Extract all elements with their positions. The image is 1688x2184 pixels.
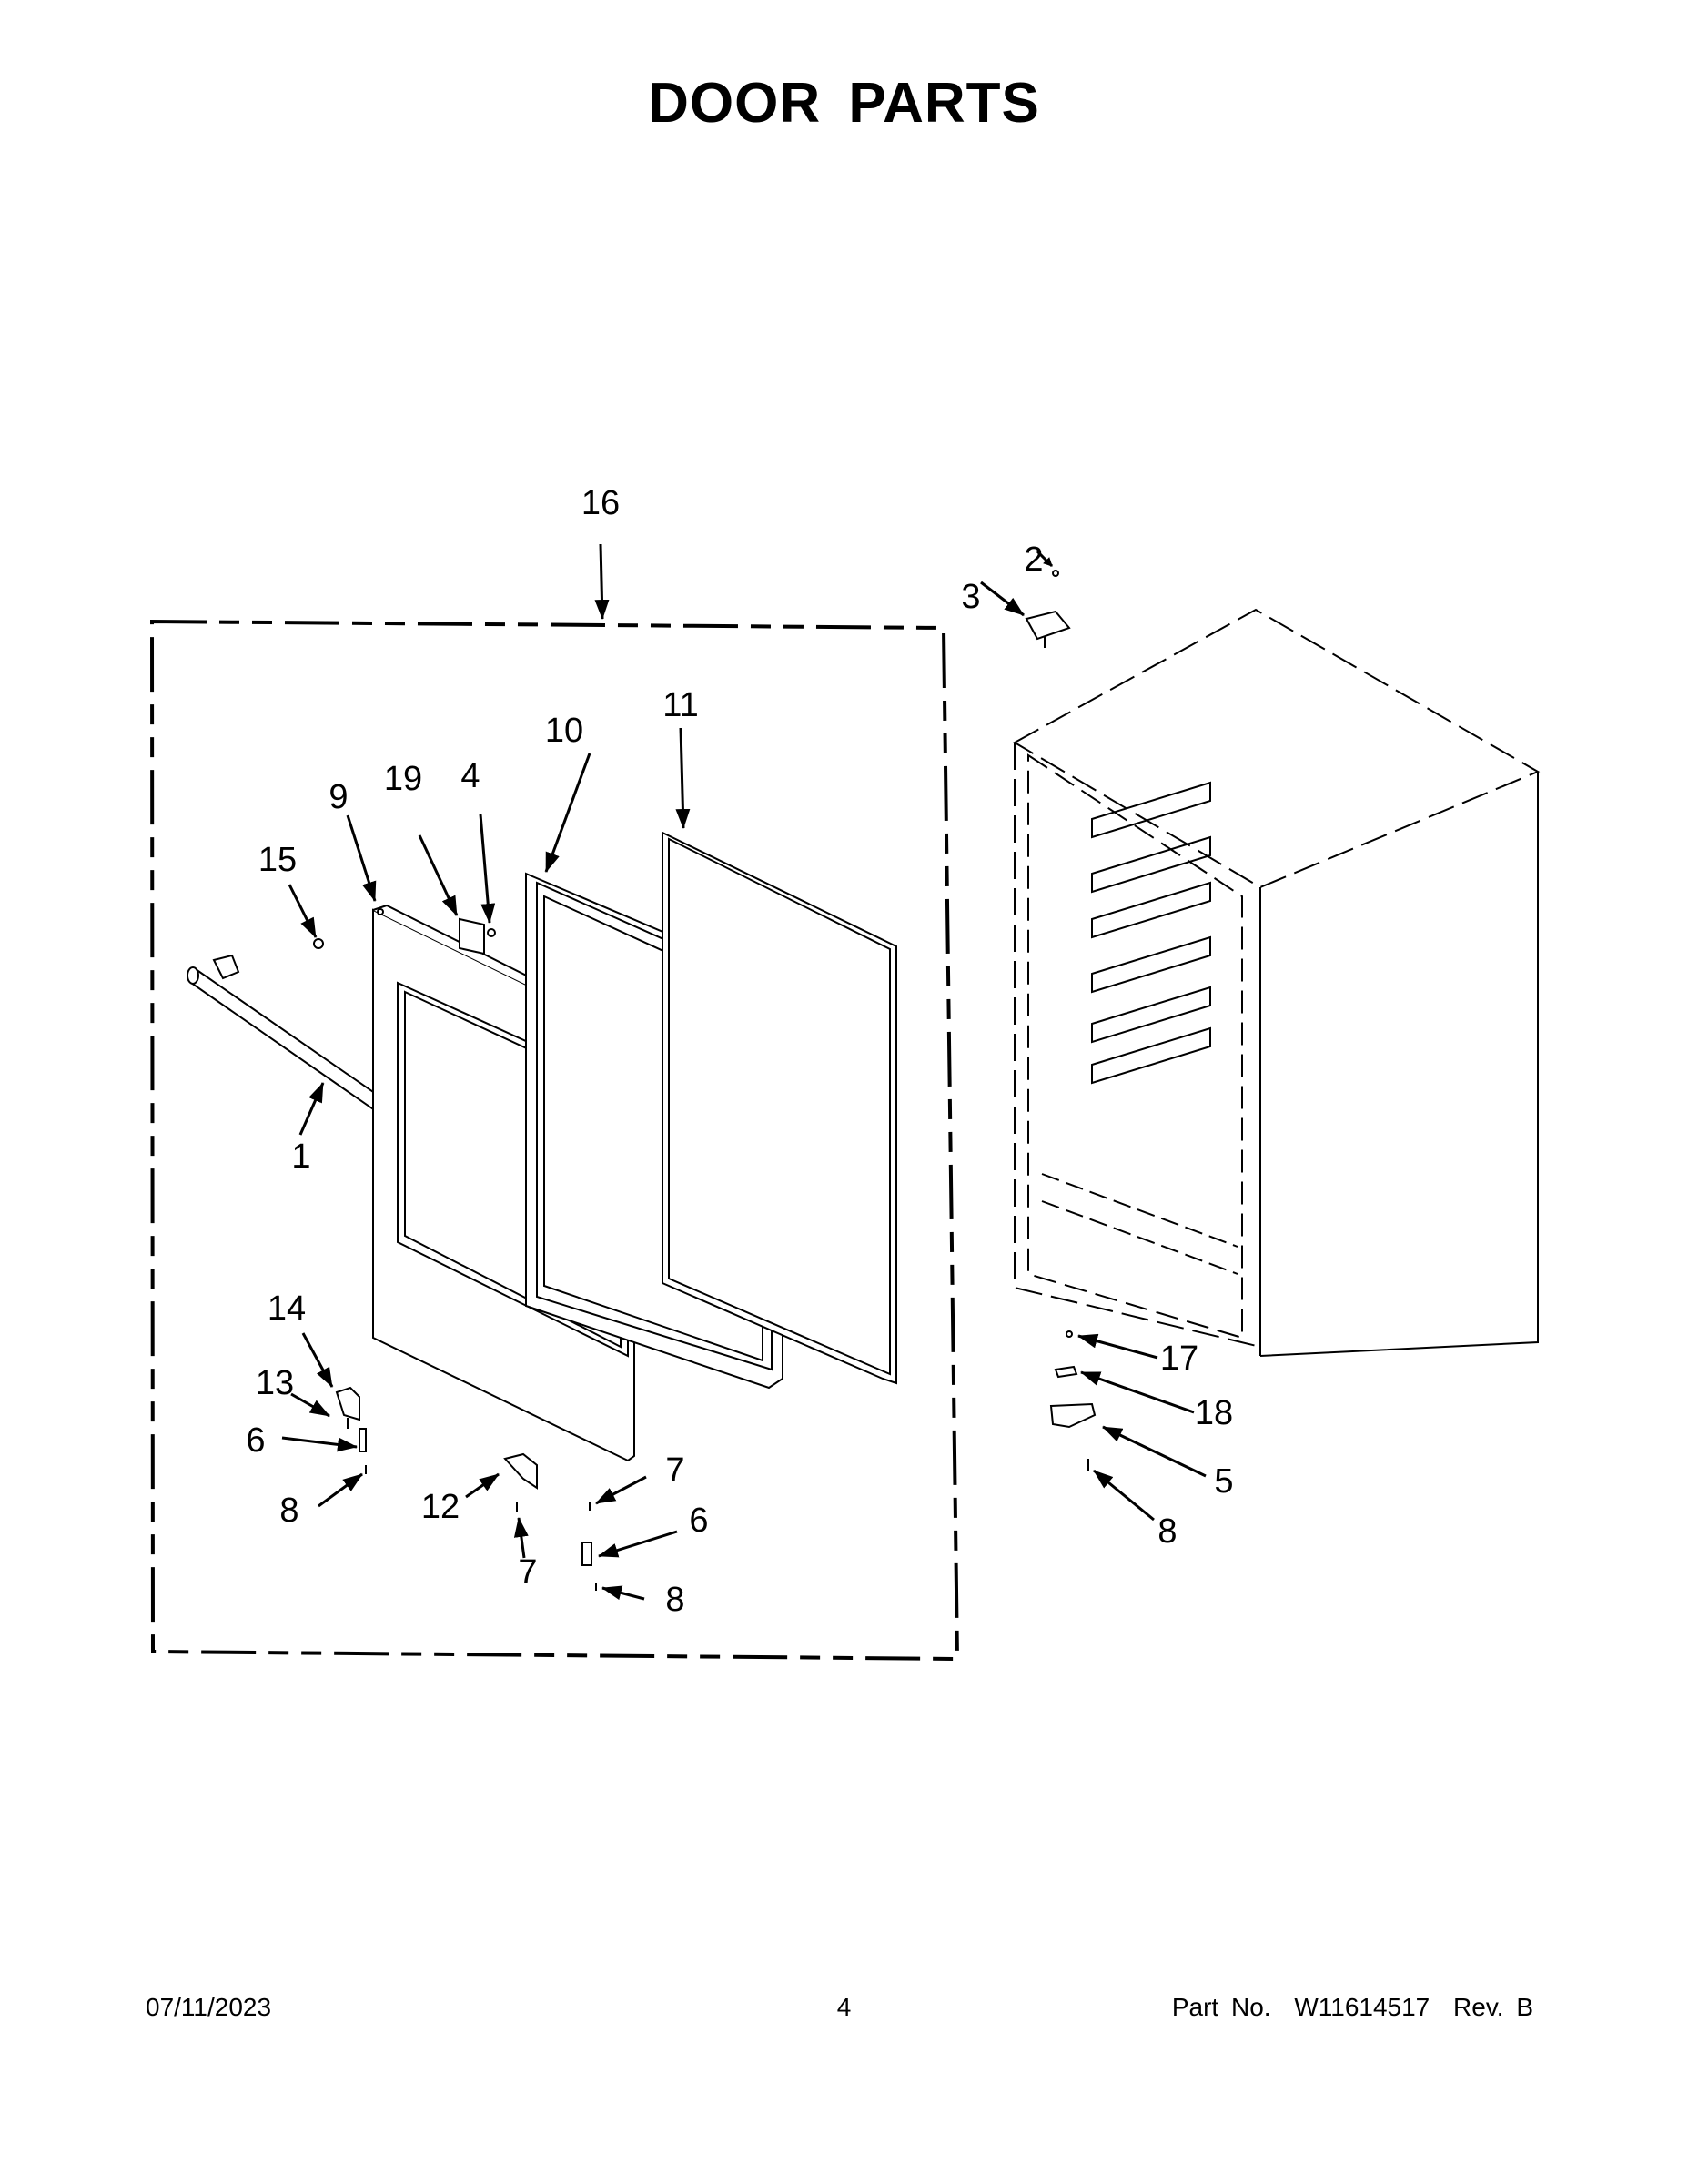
footer-page-number: 4: [836, 1993, 852, 2021]
callout-10: 10: [545, 712, 583, 750]
callout-6-right: 6: [689, 1502, 708, 1540]
callout-7-right: 7: [665, 1451, 684, 1490]
page-title: DOOR PARTS: [648, 72, 1040, 135]
callout-8-cabinet: 8: [1157, 1512, 1177, 1551]
door-assembly-boundary: [149, 543, 960, 1662]
callout-8-right: 8: [665, 1581, 684, 1619]
callout-7-bottom: 7: [518, 1553, 537, 1592]
callout-15: 15: [258, 841, 297, 879]
callout-12: 12: [421, 1488, 460, 1526]
callout-6-left: 6: [246, 1421, 265, 1460]
footer-part-info: Part No. W11614517 Rev. B: [1161, 1993, 1533, 2022]
callout-11: 11: [662, 686, 698, 724]
callout-18: 18: [1195, 1394, 1233, 1432]
screw-15-part: [288, 884, 324, 949]
revision: Rev. B: [1453, 1993, 1533, 2021]
top-hinge-parts: [980, 550, 1071, 648]
part-no-label: Part No.: [1171, 1993, 1271, 2021]
part-no-value: W11614517: [1294, 1993, 1430, 2021]
callout-19: 19: [384, 760, 422, 798]
callout-8-left: 8: [279, 1491, 298, 1530]
bottom-hinge-parts: [1049, 1330, 1207, 1522]
callout-14: 14: [268, 1289, 306, 1328]
callout-1: 1: [291, 1138, 310, 1176]
cabinet-part: [1012, 608, 1541, 1357]
callout-16: 16: [581, 484, 620, 522]
callout-2: 2: [1024, 541, 1043, 579]
footer-date: 07/11/2023: [146, 1993, 272, 2021]
callout-9: 9: [329, 778, 348, 816]
callout-4: 4: [460, 757, 480, 795]
callout-5: 5: [1214, 1462, 1233, 1501]
callout-13: 13: [256, 1364, 294, 1402]
callout-3: 3: [961, 578, 980, 616]
callout-17: 17: [1160, 1340, 1198, 1378]
hinge-parts-left: [281, 1332, 678, 1601]
door-gasket-part: [662, 727, 897, 1385]
callout-labels: 16 2 3 10 11 9 19 4 15 1 14 13 6 8 12 7 …: [246, 484, 1233, 1619]
